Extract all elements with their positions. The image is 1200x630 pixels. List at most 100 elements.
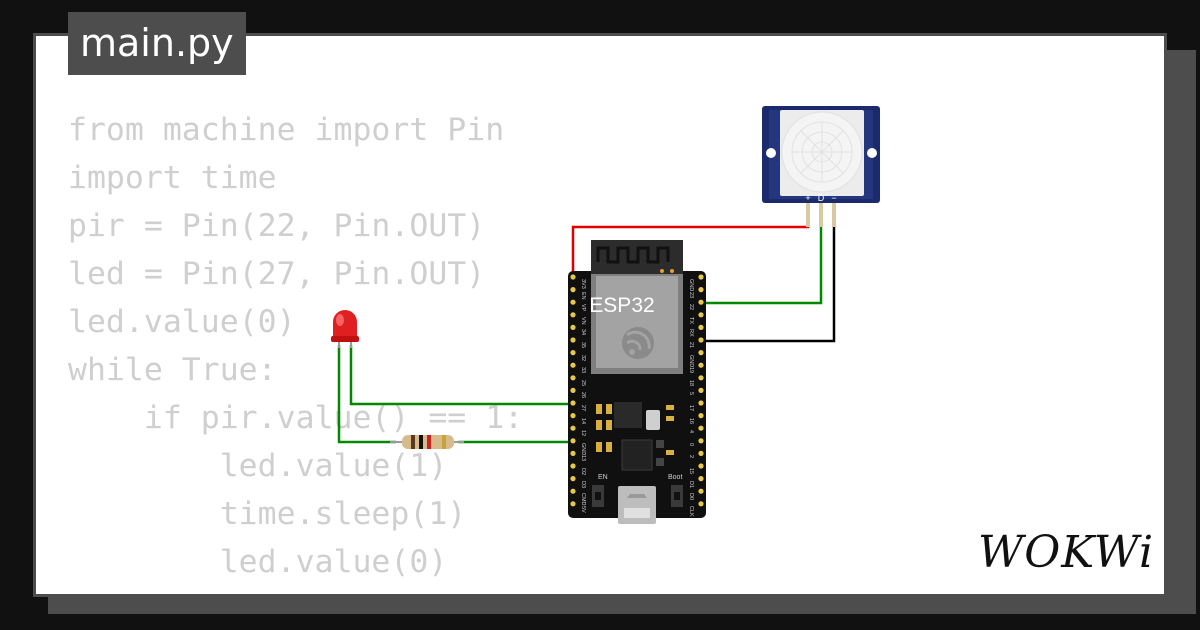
pin-pad[interactable] <box>570 450 576 456</box>
pin-pad[interactable] <box>698 287 704 293</box>
pin-pad[interactable] <box>570 387 576 393</box>
resistor[interactable] <box>390 435 464 449</box>
pin-label: 35 <box>580 342 586 348</box>
left-pin-labels: 3V3 EN VP VN 34 35 32 33 25 26 27 14 12 … <box>580 279 586 513</box>
pin-pad[interactable] <box>570 362 576 368</box>
pin-label: D1 <box>688 481 694 488</box>
usb-chip <box>621 439 653 471</box>
pin-label: GND <box>688 279 694 291</box>
micro-usb-port[interactable] <box>618 486 656 524</box>
pin-label: CMD <box>580 493 586 506</box>
pin-label: 12 <box>580 430 586 436</box>
pin-pad[interactable] <box>570 438 576 444</box>
pin-pad[interactable] <box>570 324 576 330</box>
code-line: led.value(0) <box>68 544 448 580</box>
pin-pad[interactable] <box>570 400 576 406</box>
pin-label: D3 <box>580 481 586 488</box>
pin-pad[interactable] <box>698 438 704 444</box>
pin-pad[interactable] <box>698 362 704 368</box>
pin-pad[interactable] <box>698 350 704 356</box>
pin-pad[interactable] <box>698 274 704 280</box>
pin-pad[interactable] <box>698 324 704 330</box>
right-pin-labels: GND 23 22 TX RX 21 GND 19 18 5 17 16 4 0… <box>688 279 694 517</box>
pin-pad[interactable] <box>698 337 704 343</box>
pin-label: 32 <box>580 355 586 361</box>
pir-pin-label: D <box>818 193 825 203</box>
pin-label: 21 <box>688 342 694 348</box>
pin-pad[interactable] <box>698 501 704 507</box>
pir-sensor[interactable]: + D − <box>762 106 880 227</box>
code-line: led = Pin(27, Pin.OUT) <box>68 256 486 292</box>
pin-label: 13 <box>580 455 586 461</box>
mount-hole-right <box>867 148 877 158</box>
pin-label: 15 <box>688 468 694 474</box>
pin-pad[interactable] <box>570 375 576 381</box>
pin-label: 5 <box>688 392 694 395</box>
wire-led-anode[interactable] <box>349 345 573 406</box>
file-tab[interactable]: main.py <box>68 12 246 75</box>
pin-pad[interactable] <box>570 501 576 507</box>
wire-led-cathode[interactable] <box>337 345 396 444</box>
pin-pads <box>570 274 704 507</box>
pin-pad[interactable] <box>698 450 704 456</box>
voltage-regulator <box>614 402 642 428</box>
code-line: pir = Pin(22, Pin.OUT) <box>68 208 486 244</box>
pin-label: 25 <box>580 380 586 386</box>
pin-pad[interactable] <box>570 350 576 356</box>
pin-label: RX <box>688 329 694 337</box>
pin-pad[interactable] <box>698 425 704 431</box>
code-line: led.value(0) <box>68 304 296 340</box>
pin-label: D2 <box>580 468 586 475</box>
pin-pad[interactable] <box>570 337 576 343</box>
pin-pad[interactable] <box>570 274 576 280</box>
pin-label: VP <box>580 304 586 312</box>
pin-label: 16 <box>688 418 694 424</box>
esp32-board[interactable]: ESP32 EN Boot 3V3 EN VP <box>568 240 706 524</box>
pin-pad[interactable] <box>570 488 576 494</box>
pin-label: 4 <box>688 430 694 433</box>
mount-hole-left <box>766 148 776 158</box>
pin-label: EN <box>580 292 586 300</box>
pin-pad[interactable] <box>698 400 704 406</box>
pin-pad[interactable] <box>570 287 576 293</box>
boot-label: Boot <box>668 474 682 481</box>
pin-pad[interactable] <box>698 387 704 393</box>
pin-label: 19 <box>688 367 694 373</box>
pin-label: GND <box>580 443 586 455</box>
pin-pad[interactable] <box>570 476 576 482</box>
pin-label: 27 <box>580 405 586 411</box>
pin-pad[interactable] <box>570 299 576 305</box>
pin-pad[interactable] <box>698 476 704 482</box>
pin-label: 2 <box>688 455 694 458</box>
code-line: if pir.value() == 1: <box>68 400 524 436</box>
pin-label: 22 <box>688 304 694 310</box>
pin-pad[interactable] <box>570 463 576 469</box>
pin-pad[interactable] <box>698 463 704 469</box>
pin-label: 0 <box>688 443 694 446</box>
wire-signal-pir[interactable] <box>701 205 823 305</box>
pin-label: 33 <box>580 367 586 373</box>
pir-pin-label: − <box>831 193 836 203</box>
pin-pad[interactable] <box>698 413 704 419</box>
pin-pad[interactable] <box>570 425 576 431</box>
wire-ground-pir[interactable] <box>701 205 836 343</box>
pin-label: 17 <box>688 405 694 411</box>
pin-pad[interactable] <box>570 312 576 318</box>
pin-label: 3V3 <box>580 279 586 289</box>
pin-label: 18 <box>688 380 694 386</box>
code-line: from machine import Pin <box>68 112 505 148</box>
red-led[interactable] <box>331 310 359 348</box>
pin-pad[interactable] <box>698 375 704 381</box>
code-line: time.sleep(0.5) <box>68 586 523 594</box>
wokwi-logo: WOKWi <box>978 527 1154 578</box>
pin-pad[interactable] <box>698 299 704 305</box>
pin-label: 34 <box>580 329 586 335</box>
pin-pad[interactable] <box>570 413 576 419</box>
pin-label: GND <box>688 355 694 367</box>
pin-label: VN <box>580 317 586 325</box>
pin-pad[interactable] <box>698 488 704 494</box>
pin-pad[interactable] <box>698 312 704 318</box>
pin-label: 14 <box>580 418 586 424</box>
